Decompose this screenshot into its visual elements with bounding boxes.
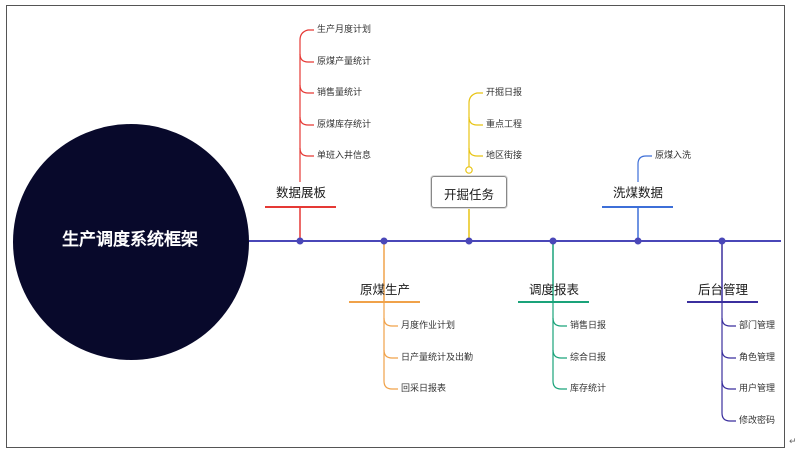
center-node-title: 生产调度系统框架 [62, 230, 198, 250]
subtopic-connector [383, 317, 398, 327]
center-node[interactable] [13, 124, 249, 360]
subtopic-label[interactable]: 角色管理 [739, 353, 776, 363]
branch-title-washing-data[interactable]: 洗煤数据 [613, 185, 664, 200]
document-frame [6, 5, 785, 448]
subtopic-connector [721, 380, 736, 390]
junction-dot [296, 237, 304, 245]
subtopic-connector [552, 349, 567, 359]
subtopic-label[interactable]: 开掘日报 [486, 88, 523, 98]
subtopic-label[interactable]: 地区街接 [486, 151, 523, 161]
junction-dot [380, 237, 388, 245]
subtopic-label[interactable]: 月度作业计划 [401, 321, 456, 331]
subtopic-label[interactable]: 生产月度计划 [317, 25, 372, 35]
branch-title-data-board[interactable]: 数据展板 [276, 185, 327, 200]
subtopic-label[interactable]: 重点工程 [486, 120, 523, 130]
subtopic-label[interactable]: 部门管理 [739, 321, 776, 331]
selected-branch-box[interactable]: 开掘任务 [431, 176, 507, 208]
branch-excavation-task [465, 92, 483, 241]
branch-title-raw-coal-production[interactable]: 原煤生产 [360, 282, 411, 297]
subtopic-label[interactable]: 销售量统计 [317, 88, 363, 98]
subtopic-label[interactable]: 销售日报 [570, 321, 607, 331]
subtopic-label[interactable]: 回采日报表 [401, 384, 447, 394]
subtopic-connector [721, 349, 736, 359]
subtopic-label[interactable]: 原煤库存统计 [317, 120, 372, 130]
subtopic-connector [299, 53, 314, 63]
subtopic-label[interactable]: 日产量统计及出勤 [401, 353, 474, 363]
subtopic-label[interactable]: 原煤产量统计 [317, 57, 372, 67]
branch-data-board [265, 29, 336, 241]
subtopic-label[interactable]: 原煤入洗 [655, 151, 692, 161]
subtopic-label[interactable]: 库存统计 [570, 384, 607, 394]
subtopic-connector [552, 317, 567, 327]
paragraph-return-mark: ↵ [789, 437, 797, 447]
subtopic-label[interactable]: 单班入井信息 [317, 151, 372, 161]
subtopic-connector [721, 302, 736, 422]
subtopic-label[interactable]: 用户管理 [739, 384, 776, 394]
branch-admin [687, 241, 758, 422]
branch-title-admin[interactable]: 后台管理 [698, 282, 749, 297]
subtopic-connector [468, 147, 483, 157]
subtopic-connector [552, 302, 567, 390]
subtopic-connector [383, 302, 398, 390]
subtopic-label[interactable]: 综合日报 [570, 353, 607, 363]
subtopic-connector [299, 29, 314, 182]
branch-title-excavation-task[interactable]: 开掘任务 [443, 187, 494, 202]
collapse-handle[interactable] [465, 166, 473, 174]
branch-raw-coal-production [349, 241, 420, 390]
branch-dispatch-reports [518, 241, 589, 390]
subtopic-connector [299, 116, 314, 126]
subtopic-label[interactable]: 修改密码 [739, 416, 776, 426]
subtopic-connector [468, 92, 483, 167]
subtopic-connector [299, 147, 314, 157]
junction-dot [634, 237, 642, 245]
junction-dot [718, 237, 726, 245]
junction-dot [465, 237, 473, 245]
junction-dot [549, 237, 557, 245]
subtopic-connector [299, 84, 314, 94]
subtopic-connector [721, 317, 736, 327]
subtopic-connector [468, 116, 483, 126]
subtopic-connector [637, 155, 652, 182]
branch-washing-data [602, 155, 673, 241]
branch-title-dispatch-reports[interactable]: 调度报表 [529, 282, 580, 297]
subtopic-connector [383, 349, 398, 359]
